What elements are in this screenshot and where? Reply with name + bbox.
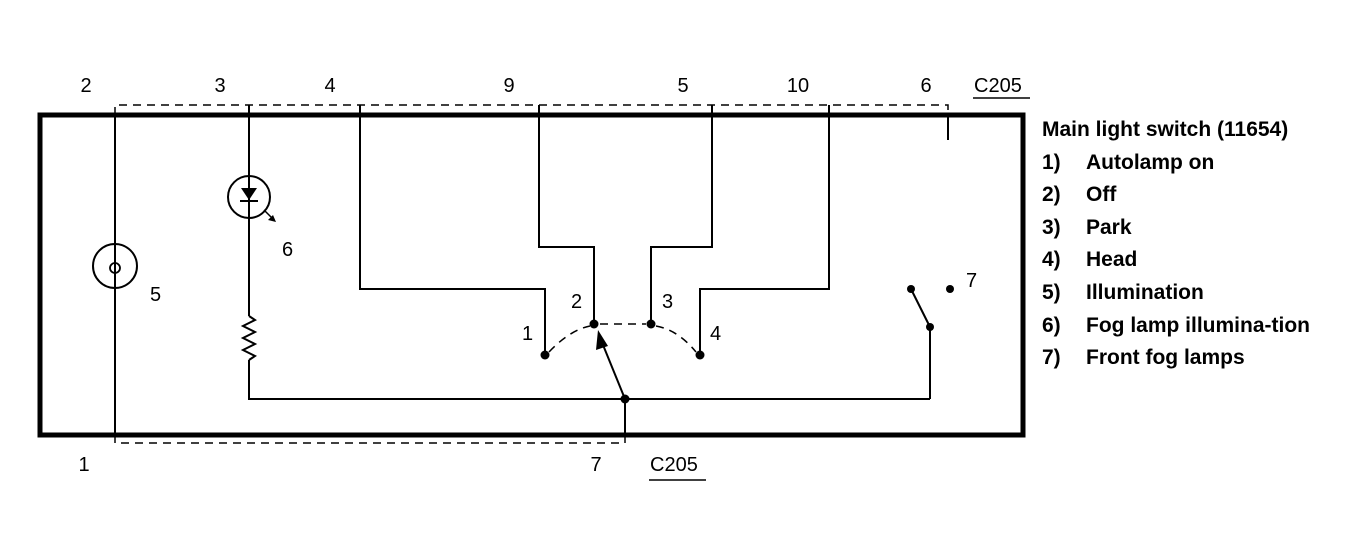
legend-item: 5) Illumination bbox=[1042, 277, 1352, 310]
resistor-icon bbox=[240, 315, 258, 361]
illumination-bulb-label: 5 bbox=[150, 284, 161, 306]
legend-item-text: Fog lamp illumina-tion bbox=[1086, 313, 1310, 337]
switch-position-label: 1 bbox=[522, 323, 533, 345]
switch-arm bbox=[600, 339, 626, 400]
legend-item-number: 2) bbox=[1042, 183, 1061, 207]
wire-resistor-common bbox=[248, 360, 930, 400]
switch-contact-dot bbox=[695, 350, 705, 360]
connector-top-pin-label: 10 bbox=[787, 75, 809, 97]
wire-pin5-position3 bbox=[650, 115, 713, 324]
legend: Main light switch (11654) 1)Autolamp on … bbox=[1042, 114, 1352, 375]
switch-contact-dot bbox=[540, 350, 550, 360]
illumination-bulb-icon bbox=[92, 243, 138, 289]
legend-item-number: 4) bbox=[1042, 248, 1061, 272]
connector-bottom-name: C205 bbox=[650, 454, 698, 476]
legend-item-number: 7) bbox=[1042, 346, 1061, 370]
legend-item-text: Autolamp on bbox=[1086, 150, 1215, 174]
switch-position-label: 2 bbox=[571, 291, 582, 313]
switch-position-label: 3 bbox=[662, 291, 673, 313]
legend-item-number: 3) bbox=[1042, 215, 1061, 239]
fog-switch-label: 7 bbox=[966, 270, 977, 292]
legend-item-text: Park bbox=[1086, 215, 1132, 239]
connector-top-name: C205 bbox=[974, 75, 1022, 97]
connector-top-pin-label: 6 bbox=[920, 75, 931, 97]
legend-item: 2) Off bbox=[1042, 179, 1352, 212]
fog-lamp-led-label: 6 bbox=[282, 239, 293, 261]
connector-top-pin-label: 4 bbox=[324, 75, 335, 97]
legend-item: 1) Autolamp on bbox=[1042, 147, 1352, 180]
connector-bottom-pin-label: 1 bbox=[78, 454, 89, 476]
connector-top-dashed-outline bbox=[114, 104, 949, 115]
switch-contact-dot bbox=[589, 319, 599, 329]
legend-item-number: 6) bbox=[1042, 313, 1061, 337]
legend-title: Main light switch (11654) bbox=[1042, 118, 1289, 141]
legend-item: 3) Park bbox=[1042, 212, 1352, 245]
legend-item-text: Illumination bbox=[1086, 280, 1204, 304]
switch-position-label: 4 bbox=[710, 323, 721, 345]
legend-item: 7) Front fog lamps bbox=[1042, 342, 1352, 375]
fog-lamp-led-icon bbox=[227, 175, 276, 222]
legend-item: 6) Fog lamp illumina-tion bbox=[1042, 310, 1352, 343]
switch-housing-outline bbox=[37, 112, 1026, 438]
switch-travel-arc bbox=[655, 325, 697, 353]
legend-item-text: Head bbox=[1086, 248, 1138, 272]
legend-item-text: Off bbox=[1086, 183, 1117, 207]
switch-arm-arrowhead-icon bbox=[596, 330, 608, 350]
wire-pin9-position2 bbox=[538, 115, 595, 324]
legend-item-number: 5) bbox=[1042, 280, 1061, 304]
connector-bottom-dashed-outline bbox=[114, 435, 626, 444]
legend-item-text: Front fog lamps bbox=[1086, 346, 1245, 370]
fog-switch-blade bbox=[910, 288, 931, 328]
wire-pin4-position1 bbox=[359, 115, 546, 355]
switch-contact-dot bbox=[646, 319, 656, 329]
fog-switch-contact-dot bbox=[946, 285, 954, 293]
wire-pin10-position4 bbox=[699, 115, 830, 355]
legend-item: 4) Head bbox=[1042, 244, 1352, 277]
legend-item-number: 1) bbox=[1042, 150, 1061, 174]
connector-bottom-pin-label: 7 bbox=[590, 454, 601, 476]
connector-top-pin-label: 5 bbox=[677, 75, 688, 97]
switch-travel-arc bbox=[548, 325, 591, 353]
connector-top-pin-label: 2 bbox=[80, 75, 91, 97]
connector-top-pin-label: 3 bbox=[214, 75, 225, 97]
fog-switch-contact-dot bbox=[907, 285, 915, 293]
connector-top-pin-label: 9 bbox=[503, 75, 514, 97]
